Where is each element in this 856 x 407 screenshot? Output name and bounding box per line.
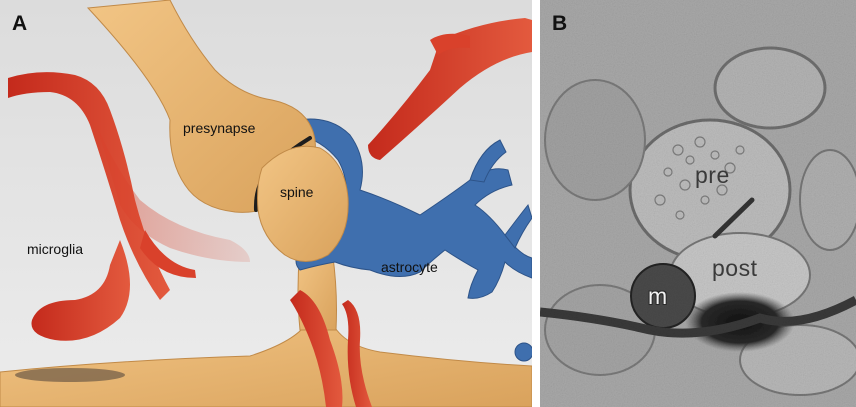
- panel-b-micrograph: B pre post m: [540, 0, 856, 407]
- panel-b-letter: B: [552, 12, 567, 36]
- panel-a-rendering: A presynapse spine microglia astrocyte: [0, 0, 532, 407]
- pre-label: pre: [695, 162, 730, 189]
- panel-a-letter: A: [12, 12, 27, 36]
- presynapse-label: presynapse: [183, 120, 255, 136]
- electron-micrograph: [540, 0, 856, 407]
- mitochondrion-label: m: [648, 283, 668, 310]
- left-profile: [545, 80, 645, 200]
- upper-profile: [715, 48, 825, 128]
- right-profile: [800, 150, 856, 250]
- dendrite-shadow: [15, 368, 125, 382]
- post-label: post: [712, 255, 757, 282]
- astrocyte-label: astrocyte: [381, 259, 438, 275]
- spine-label: spine: [280, 184, 313, 200]
- synapse-rendering: [0, 0, 532, 407]
- microglia-label: microglia: [27, 241, 83, 257]
